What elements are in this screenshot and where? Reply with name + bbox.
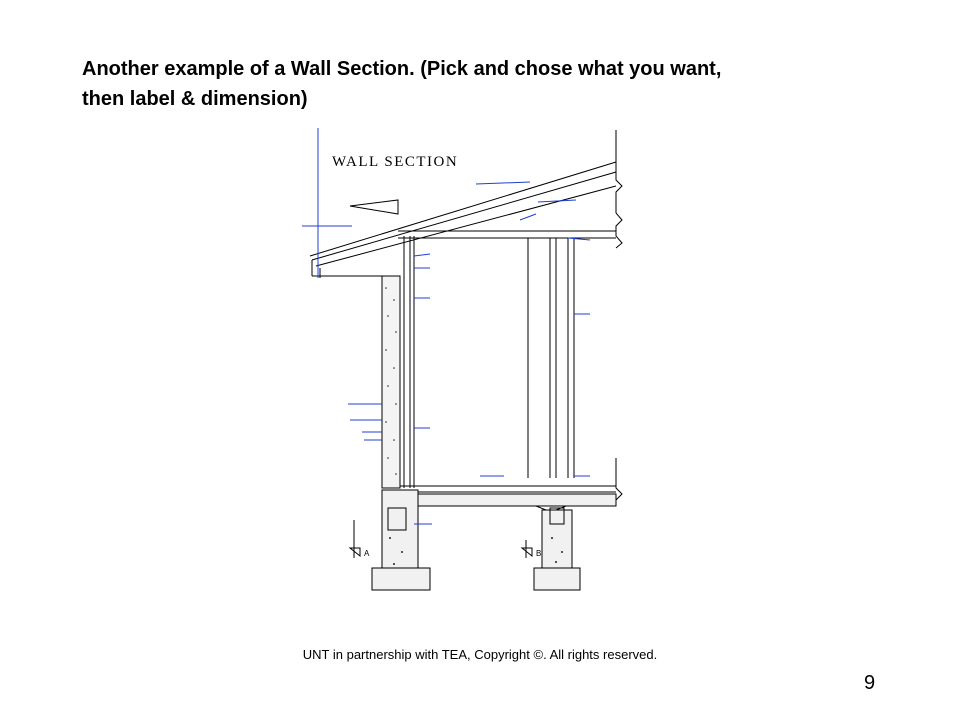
grid-marker-a: A bbox=[364, 549, 370, 558]
footer-copyright: UNT in partnership with TEA, Copyright ©… bbox=[302, 647, 658, 662]
masonry-texture bbox=[385, 287, 563, 565]
slide-title: Another example of a Wall Section. (Pick… bbox=[82, 54, 882, 114]
slide-title-line1: Another example of a Wall Section. (Pick… bbox=[82, 58, 722, 80]
structure-lines bbox=[309, 130, 623, 591]
leader-lines bbox=[302, 128, 591, 525]
page-number: 9 bbox=[864, 672, 876, 694]
drawing-heading: WALL SECTION bbox=[332, 154, 458, 170]
wall-section-drawing: WALL SECTION bbox=[302, 128, 623, 591]
slide-title-line2: then label & dimension) bbox=[82, 88, 308, 110]
grid-marker-b: B bbox=[536, 549, 541, 558]
